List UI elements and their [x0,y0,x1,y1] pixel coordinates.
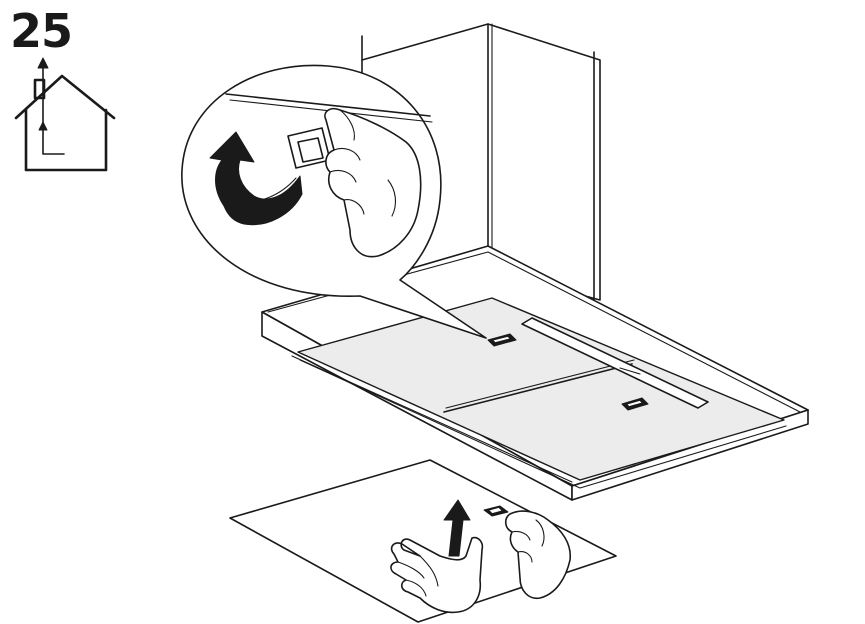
curved-rotation-arrow-icon [209,131,303,226]
right-hand [504,510,572,600]
step-number: 25 [10,4,73,58]
hand-detail [324,107,422,258]
upward-arrow-icon [443,499,471,557]
grease-filters-area [291,297,787,489]
left-hand [390,536,484,614]
magnified-detail [181,64,487,339]
ducted-extraction-house-icon [14,57,116,172]
